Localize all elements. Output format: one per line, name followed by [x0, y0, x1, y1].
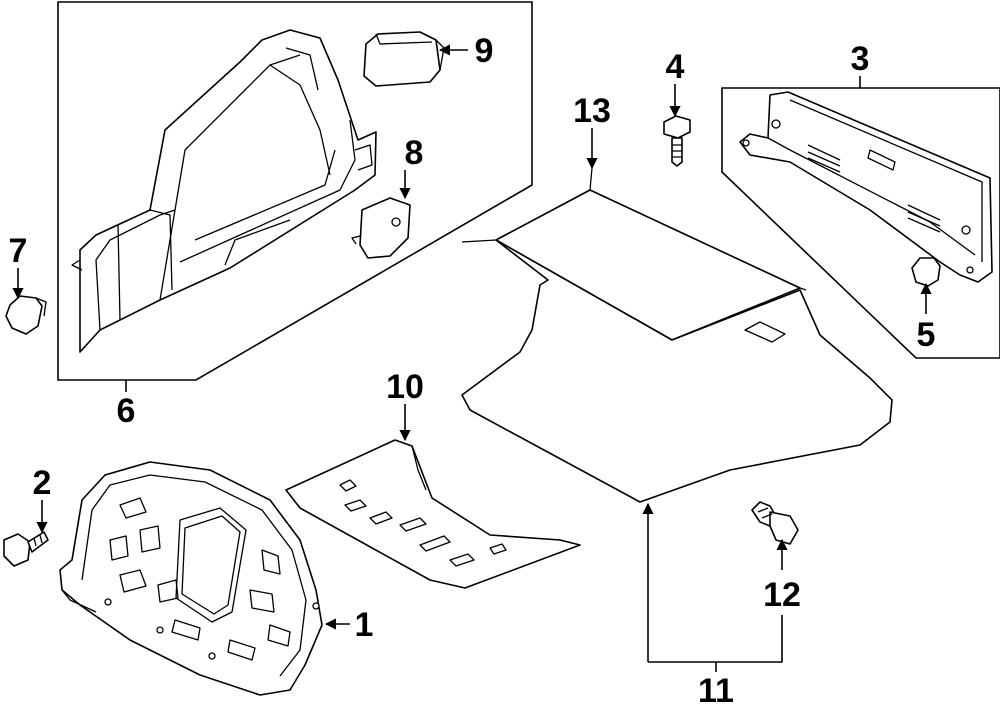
callout-13: 13	[573, 92, 611, 130]
group-box-6	[57, 1, 533, 381]
floor-cover-part-10	[285, 439, 581, 589]
push-clip-part-7	[5, 295, 47, 335]
callout-10: 10	[386, 368, 424, 406]
storage-lid-part-9	[363, 31, 445, 87]
bolt-part-4	[663, 115, 691, 167]
callout-11: 11	[698, 672, 734, 710]
callout-7: 7	[9, 232, 28, 270]
callout-12: 12	[763, 576, 801, 614]
callout-6: 6	[117, 392, 136, 430]
leader-lines	[12, 44, 932, 672]
callout-8: 8	[405, 134, 424, 172]
callout-1: 1	[355, 606, 374, 644]
group-box-3	[721, 87, 1000, 359]
callout-5: 5	[917, 316, 936, 354]
callout-3: 3	[851, 40, 870, 78]
callout-labels: 1 2 3 4 5 6 7 8 9 10 11 12 13	[9, 32, 936, 710]
callout-9: 9	[475, 32, 494, 70]
bolt-part-2	[3, 531, 49, 567]
cover-plate-part-8	[351, 197, 411, 259]
callout-4: 4	[666, 48, 685, 86]
clip-part-5	[911, 257, 941, 287]
rear-sill-trim-part-3	[739, 91, 993, 283]
trunk-mat-part-11	[461, 239, 893, 503]
floor-board-part-1	[59, 461, 323, 696]
callout-2: 2	[33, 464, 52, 502]
bolt-part-12	[751, 501, 799, 545]
side-trim-panel-part-6	[71, 29, 377, 353]
